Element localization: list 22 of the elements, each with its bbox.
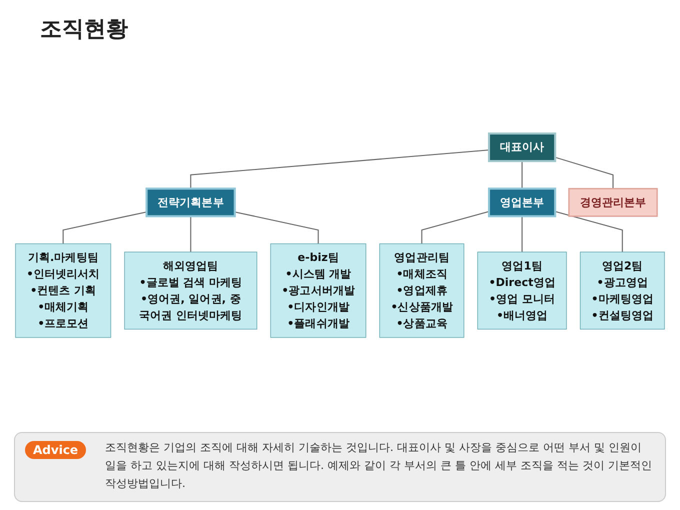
connector <box>555 210 623 252</box>
connector <box>522 216 523 252</box>
connector <box>190 216 192 252</box>
connector <box>421 210 490 244</box>
advice-badge: Advice <box>25 441 86 459</box>
node-box: 영업2팀 •광고영업 •마케팅영업 •컨설팅영업 <box>580 251 665 330</box>
connector <box>555 156 614 188</box>
node-box: 영업본부 <box>488 187 556 217</box>
node-box: 대표이사 <box>488 132 556 162</box>
node-box: 영업관리팀 •매체조직 •영업제휴 •신상품개발 •상품교육 <box>379 242 464 338</box>
node-box: 경영관리본부 <box>568 187 658 216</box>
connector <box>190 149 490 188</box>
node-box: 전략기획본부 <box>146 187 236 217</box>
node-box: 영업1팀 •Direct영업 •영업 모니터 •배너영업 <box>477 251 567 330</box>
connector <box>522 160 523 188</box>
page-title: 조직현황 <box>40 16 128 44</box>
advice-text: 조직현황은 기업의 조직에 대해 자세히 기술하는 것입니다. 대표이사 및 사장을 중심으로 어떤 부서 및 인원이 일을 하고 있는지에 대해 작성하시면 됩니다. 예제와 같이 각 부서의 큰 틀 안에 세부 조직을 적는 것이 기본적인 작성방법입니다. <box>105 440 653 492</box>
node-box: e-biz팀 •시스템 개발 •광고서버개발 •디자인개발 •플래쉬개발 <box>270 242 366 338</box>
connector <box>234 210 319 244</box>
node-box: 해외영업팀 •글로벌 검색 마케팅 •영어권, 일어권, 중국어권 인터넷마케팅 <box>124 251 258 330</box>
node-box: 기획.마케팅팀 •인터넷리서치 •컨텐츠 기획 •매체기획 •프로모션 <box>15 242 112 338</box>
connector <box>62 210 147 244</box>
